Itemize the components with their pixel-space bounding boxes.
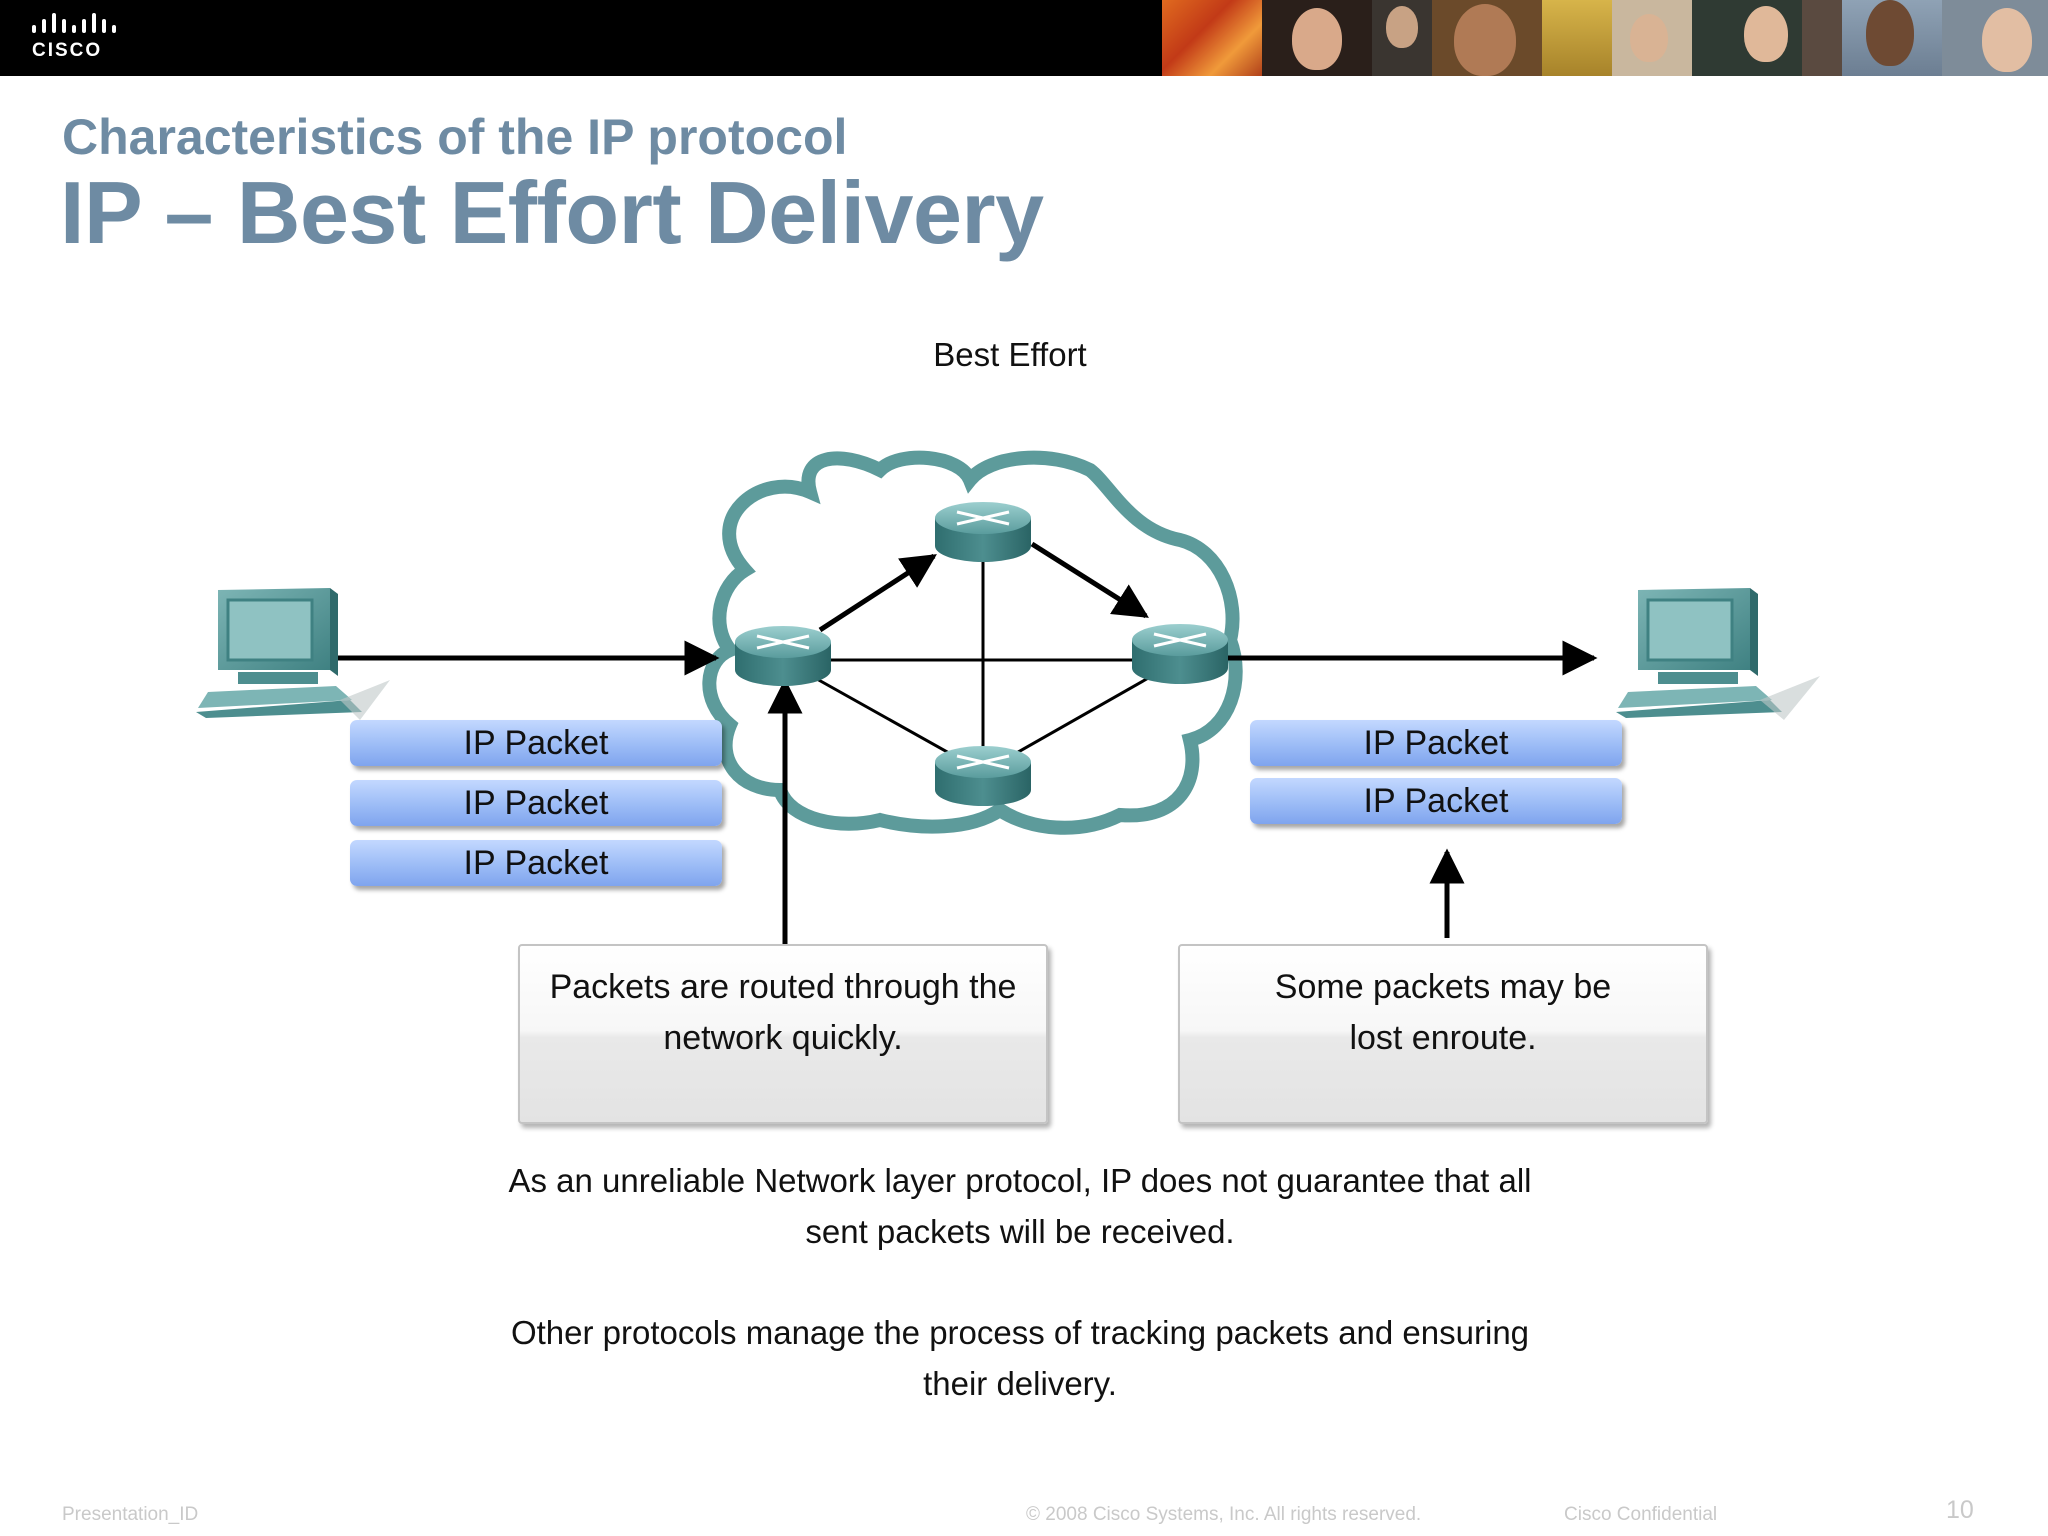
- router-bottom-icon: [935, 746, 1031, 806]
- callout-line: Some packets may be: [1274, 968, 1612, 1006]
- right-packet: IP Packet: [1250, 720, 1622, 766]
- footer-presentation-id: Presentation_ID: [62, 1504, 199, 1525]
- header-bar: CISCO: [0, 0, 2048, 76]
- slide-subtitle: Characteristics of the IP protocol: [62, 109, 848, 165]
- footer-copyright: © 2008 Cisco Systems, Inc. All rights re…: [1026, 1504, 1422, 1525]
- router-top-icon: [935, 502, 1031, 562]
- left-packet: IP Packet: [350, 780, 722, 826]
- photo-man-portrait: [1432, 0, 1542, 76]
- destination-computer-icon: [1616, 588, 1820, 720]
- router-left-icon: [735, 626, 831, 686]
- caption-unreliable-protocol: As an unreliable Network layer protocol,…: [440, 1155, 1600, 1257]
- header-photo-strip: [1162, 0, 2048, 76]
- callout-routed-quickly: Packets are routed through the network q…: [518, 944, 1048, 1124]
- caption-line: Other protocols manage the process of tr…: [510, 1314, 1530, 1351]
- arrow-left-router-to-top-router: [818, 553, 937, 633]
- photo-yellow-abstract: [1542, 0, 1612, 76]
- callout-packets-lost: Some packets may be lost enroute.: [1178, 944, 1708, 1124]
- cisco-bridge-logo-icon: [32, 13, 116, 33]
- caption-other-protocols: Other protocols manage the process of tr…: [440, 1307, 1600, 1409]
- callout-line: network quickly.: [663, 1019, 903, 1057]
- page-number: 10: [1946, 1496, 1974, 1524]
- photo-woman-headscarf: [1612, 0, 1692, 76]
- photo-woman-portrait: [1262, 0, 1372, 76]
- arrow-top-router-to-right-router: [1030, 541, 1149, 619]
- cisco-logo: CISCO: [28, 12, 124, 64]
- photo-abstract-orange: [1162, 0, 1262, 76]
- source-computer-icon: [196, 588, 390, 720]
- left-packet: IP Packet: [350, 720, 722, 766]
- callout-line: Packets are routed through the: [549, 968, 1017, 1006]
- callout-line: lost enroute.: [1349, 1019, 1537, 1057]
- photo-man-smiling: [1842, 0, 1942, 76]
- photo-man-suit: [1372, 0, 1432, 76]
- caption-line: As an unreliable Network layer protocol,…: [508, 1162, 1532, 1199]
- router-right-icon: [1132, 624, 1228, 684]
- slide-title: IP – Best Effort Delivery: [60, 163, 1044, 262]
- diagram-title: Best Effort: [933, 336, 1087, 373]
- right-packet: IP Packet: [1250, 778, 1622, 824]
- photo-man-cap: [1942, 0, 2048, 76]
- photo-dark-figure: [1802, 0, 1842, 76]
- cisco-wordmark: CISCO: [32, 40, 103, 61]
- caption-line: sent packets will be received.: [805, 1213, 1235, 1250]
- photo-chalkboard-portrait: [1692, 0, 1802, 76]
- left-packet: IP Packet: [350, 840, 722, 886]
- footer-confidential: Cisco Confidential: [1564, 1504, 1718, 1525]
- network-cloud: [702, 450, 1243, 835]
- caption-line: their delivery.: [923, 1365, 1117, 1402]
